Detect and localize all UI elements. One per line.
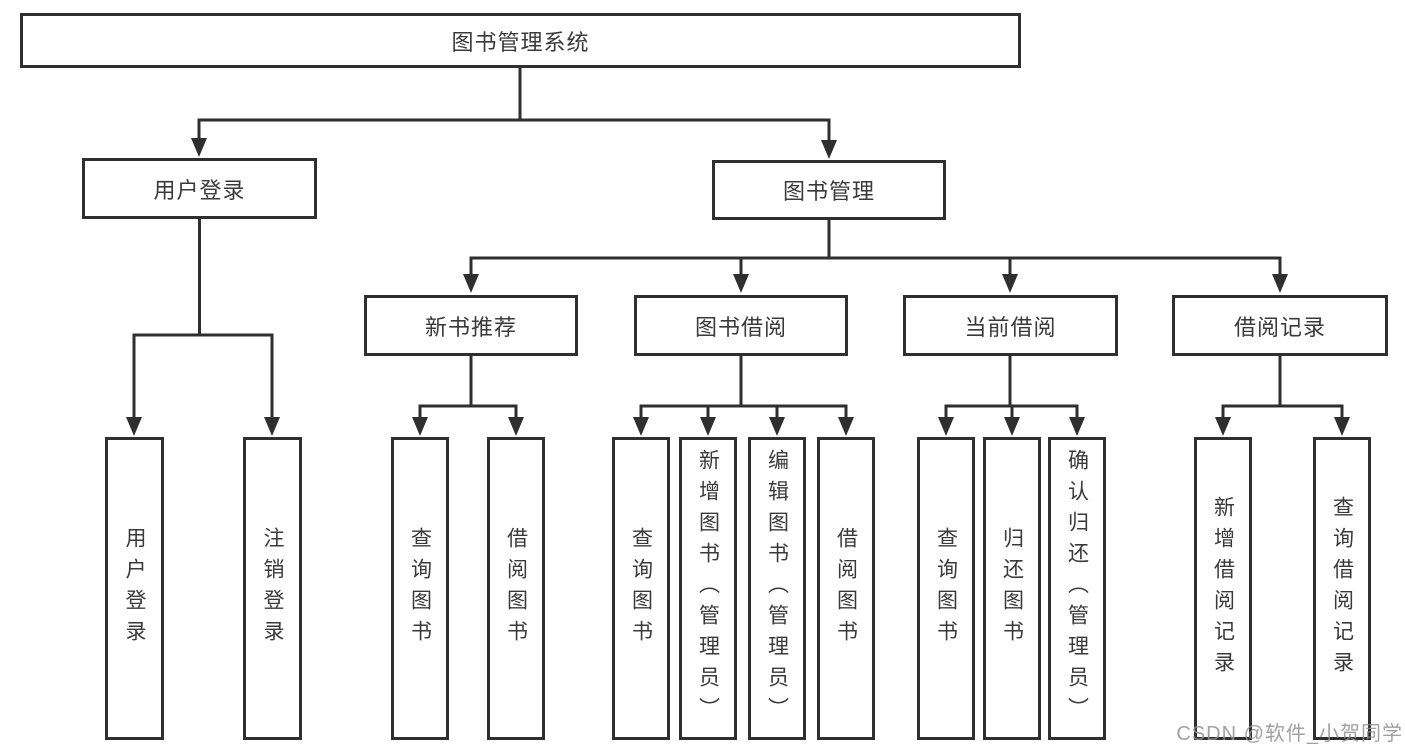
node-root-label: 图书管理系统 xyxy=(451,29,590,55)
leaf-rec-borrow-books-label: 借阅图书 xyxy=(504,526,528,651)
node-book-management-label: 图书管理 xyxy=(782,179,875,204)
node-book-borrow: 图书借阅 xyxy=(634,295,848,356)
node-book-borrow-label: 图书借阅 xyxy=(694,314,787,340)
node-user-login: 用户登录 xyxy=(82,158,317,219)
watermark: CSDN @软件_小贺同学 xyxy=(1176,723,1403,745)
leaf-cb-confirm-return-label: 确认归还（管理员） xyxy=(1065,449,1089,728)
node-current-borrow-label: 当前借阅 xyxy=(964,314,1057,340)
leaf-bb-borrow-books: 借阅图书 xyxy=(817,437,875,740)
node-user-login-label: 用户登录 xyxy=(153,177,246,203)
node-borrow-records: 借阅记录 xyxy=(1172,295,1388,356)
node-new-book-recommend-label: 新书推荐 xyxy=(424,314,517,340)
leaf-cb-confirm-return: 确认归还（管理员） xyxy=(1048,437,1106,740)
leaf-bb-add-books-label: 新增图书（管理员） xyxy=(696,449,720,728)
leaf-cb-return-books-label: 归还图书 xyxy=(1000,526,1024,651)
leaf-user-login: 用户登录 xyxy=(105,437,164,740)
node-new-book-recommend: 新书推荐 xyxy=(364,295,578,356)
leaf-br-query-record: 查询借阅记录 xyxy=(1313,437,1371,740)
leaf-cb-query-books: 查询图书 xyxy=(917,437,975,740)
leaf-cb-return-books: 归还图书 xyxy=(983,437,1041,740)
leaf-bb-add-books: 新增图书（管理员） xyxy=(679,437,737,740)
leaf-bb-edit-books: 编辑图书（管理员） xyxy=(748,437,806,740)
leaf-user-login-label: 用户登录 xyxy=(123,526,147,651)
leaf-cb-query-books-label: 查询图书 xyxy=(934,526,958,651)
leaf-br-query-record-label: 查询借阅记录 xyxy=(1330,495,1354,682)
node-root: 图书管理系统 xyxy=(20,13,1021,68)
leaf-bb-borrow-books-label: 借阅图书 xyxy=(834,526,858,651)
leaf-bb-edit-books-label: 编辑图书（管理员） xyxy=(765,449,789,728)
leaf-rec-borrow-books: 借阅图书 xyxy=(487,437,545,740)
node-borrow-records-label: 借阅记录 xyxy=(1233,314,1326,340)
leaf-rec-query-books-label: 查询图书 xyxy=(408,526,432,651)
node-book-management: 图书管理 xyxy=(712,160,946,220)
leaf-br-add-record-label: 新增借阅记录 xyxy=(1211,495,1235,682)
leaf-logout: 注销登录 xyxy=(243,437,302,740)
leaf-rec-query-books: 查询图书 xyxy=(391,437,449,740)
leaf-bb-query-books: 查询图书 xyxy=(612,437,670,740)
leaf-logout-label: 注销登录 xyxy=(261,526,285,651)
leaf-bb-query-books-label: 查询图书 xyxy=(629,526,653,651)
node-current-borrow: 当前借阅 xyxy=(903,295,1118,356)
leaf-br-add-record: 新增借阅记录 xyxy=(1194,437,1252,740)
